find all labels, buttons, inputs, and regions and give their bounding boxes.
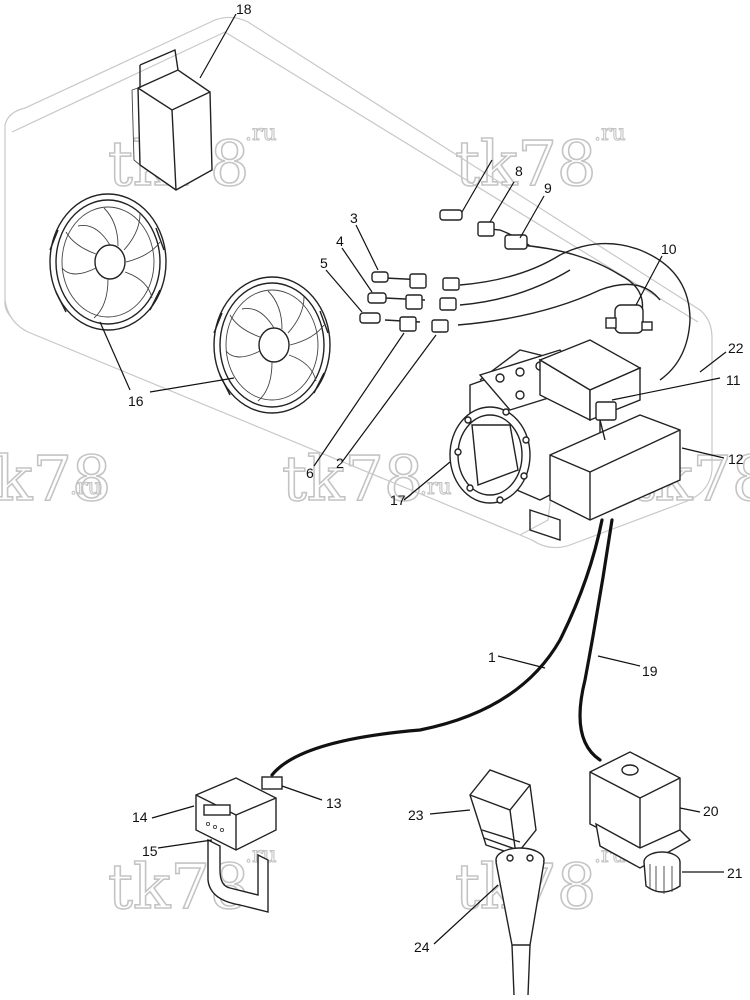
connector-part-13 [261,776,283,790]
callout-22: 22 [728,340,744,356]
callout-19: 19 [642,663,658,679]
sensor-5 [359,312,449,333]
knob-part-21 [643,851,681,894]
callout-1: 1 [488,649,496,665]
sensor-9 [504,234,528,250]
watermark-suffix: .ru [70,475,102,500]
condenser-fan-left [49,193,167,331]
watermark-text: tk78 [108,850,249,923]
watermark-suffix: .ru [594,121,626,146]
callout-23: 23 [408,807,424,823]
plug-part-24 [495,847,545,996]
sensor-8 [439,209,495,237]
callout-17: 17 [390,492,406,508]
sensor-3 [371,271,460,291]
callout-9: 9 [544,180,552,196]
watermark-suffix: .ru [245,121,277,146]
relay-part-11 [595,401,617,441]
callout-14: 14 [132,809,148,825]
callout-18: 18 [236,1,252,17]
callout-16: 16 [128,393,144,409]
leader-lines [99,13,727,945]
condenser-fan-right [213,276,331,414]
callout-10: 10 [661,241,677,257]
mounting-bracket-part-15 [207,838,269,913]
callout-11: 11 [726,372,741,388]
callout-8: 8 [515,163,523,179]
unit-housing [4,16,713,549]
callout-3: 3 [350,210,358,226]
sensor-harness [384,214,691,381]
sensor-4 [367,292,457,311]
callout-24: 24 [414,939,430,955]
watermark-text: tk78 [455,127,596,200]
cable-part-19 [578,518,614,762]
watermark-text: tk78 [0,442,111,515]
callout-13: 13 [326,795,342,811]
callout-labels: 18 8 9 3 4 5 10 22 11 12 16 6 2 17 1 19 … [128,1,744,955]
callout-5: 5 [320,255,328,271]
watermark-text: tk78 [282,442,423,515]
display-controller-part-14 [195,777,277,851]
bracket-box-part-18 [131,48,213,191]
callout-21: 21 [727,865,743,881]
callout-4: 4 [336,233,344,249]
callout-12: 12 [728,451,744,467]
cable-part-1 [270,518,604,777]
callout-6: 6 [306,465,314,481]
callout-2: 2 [336,455,344,471]
plug-housing-part-23 [469,769,537,856]
power-box-part-20 [589,751,692,869]
solenoid-part-10 [605,304,653,334]
callout-20: 20 [703,803,719,819]
callout-15: 15 [142,843,158,859]
